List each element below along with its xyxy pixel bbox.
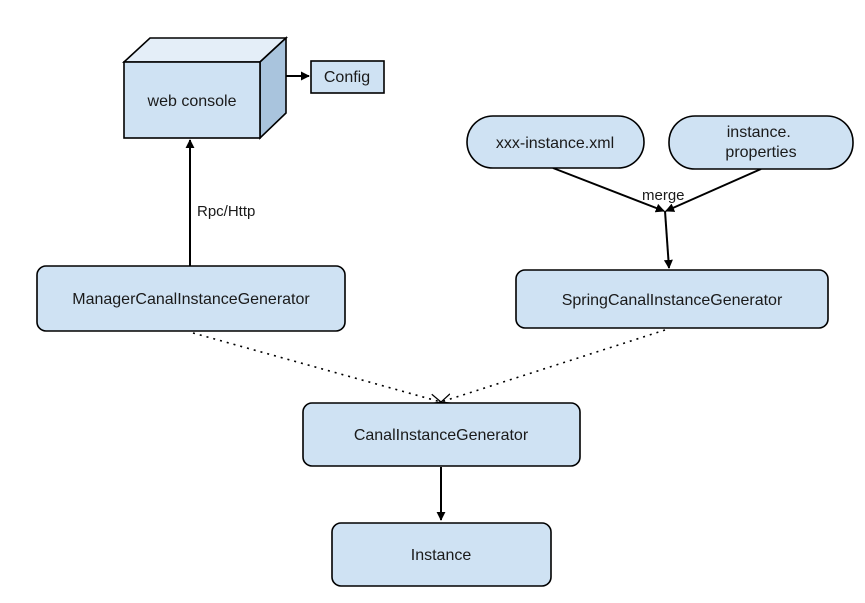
edge-properties-to-merge bbox=[665, 168, 762, 212]
edge-manager-to-canal-generator bbox=[192, 332, 441, 402]
canal-instance-generator-label: CanalInstanceGenerator bbox=[354, 427, 529, 444]
instance-properties-label: instance. properties bbox=[725, 124, 796, 161]
spring-generator-node: SpringCanalInstanceGenerator bbox=[515, 269, 829, 329]
edge-merge-to-spring bbox=[663, 210, 673, 269]
web-console-node: web console bbox=[121, 36, 289, 140]
edge-label-rpc-http: Rpc/Http bbox=[197, 203, 255, 220]
instance-label: Instance bbox=[411, 547, 472, 564]
edge-xml-to-merge bbox=[552, 167, 665, 213]
web-console-top-face bbox=[121, 37, 289, 63]
spring-generator-label: SpringCanalInstanceGenerator bbox=[562, 292, 783, 309]
instance-node: Instance bbox=[331, 522, 552, 587]
manager-generator-label: ManagerCanalInstanceGenerator bbox=[72, 291, 310, 308]
xxx-instance-xml-label: xxx-instance.xml bbox=[496, 135, 614, 152]
instance-properties-line2: properties bbox=[725, 144, 796, 161]
web-console-front-face bbox=[123, 61, 261, 139]
config-node: Config bbox=[310, 60, 385, 94]
xxx-instance-xml-node: xxx-instance.xml bbox=[466, 115, 645, 169]
manager-generator-node: ManagerCanalInstanceGenerator bbox=[36, 265, 346, 332]
canal-instance-generator-node: CanalInstanceGenerator bbox=[302, 402, 581, 467]
instance-properties-node: instance. properties bbox=[668, 115, 854, 170]
instance-properties-line1: instance. bbox=[727, 124, 791, 141]
edge-spring-to-canal-generator bbox=[441, 329, 666, 402]
config-label: Config bbox=[324, 69, 370, 86]
web-console-label: web console bbox=[147, 93, 237, 110]
edge-label-merge: merge bbox=[642, 187, 685, 204]
